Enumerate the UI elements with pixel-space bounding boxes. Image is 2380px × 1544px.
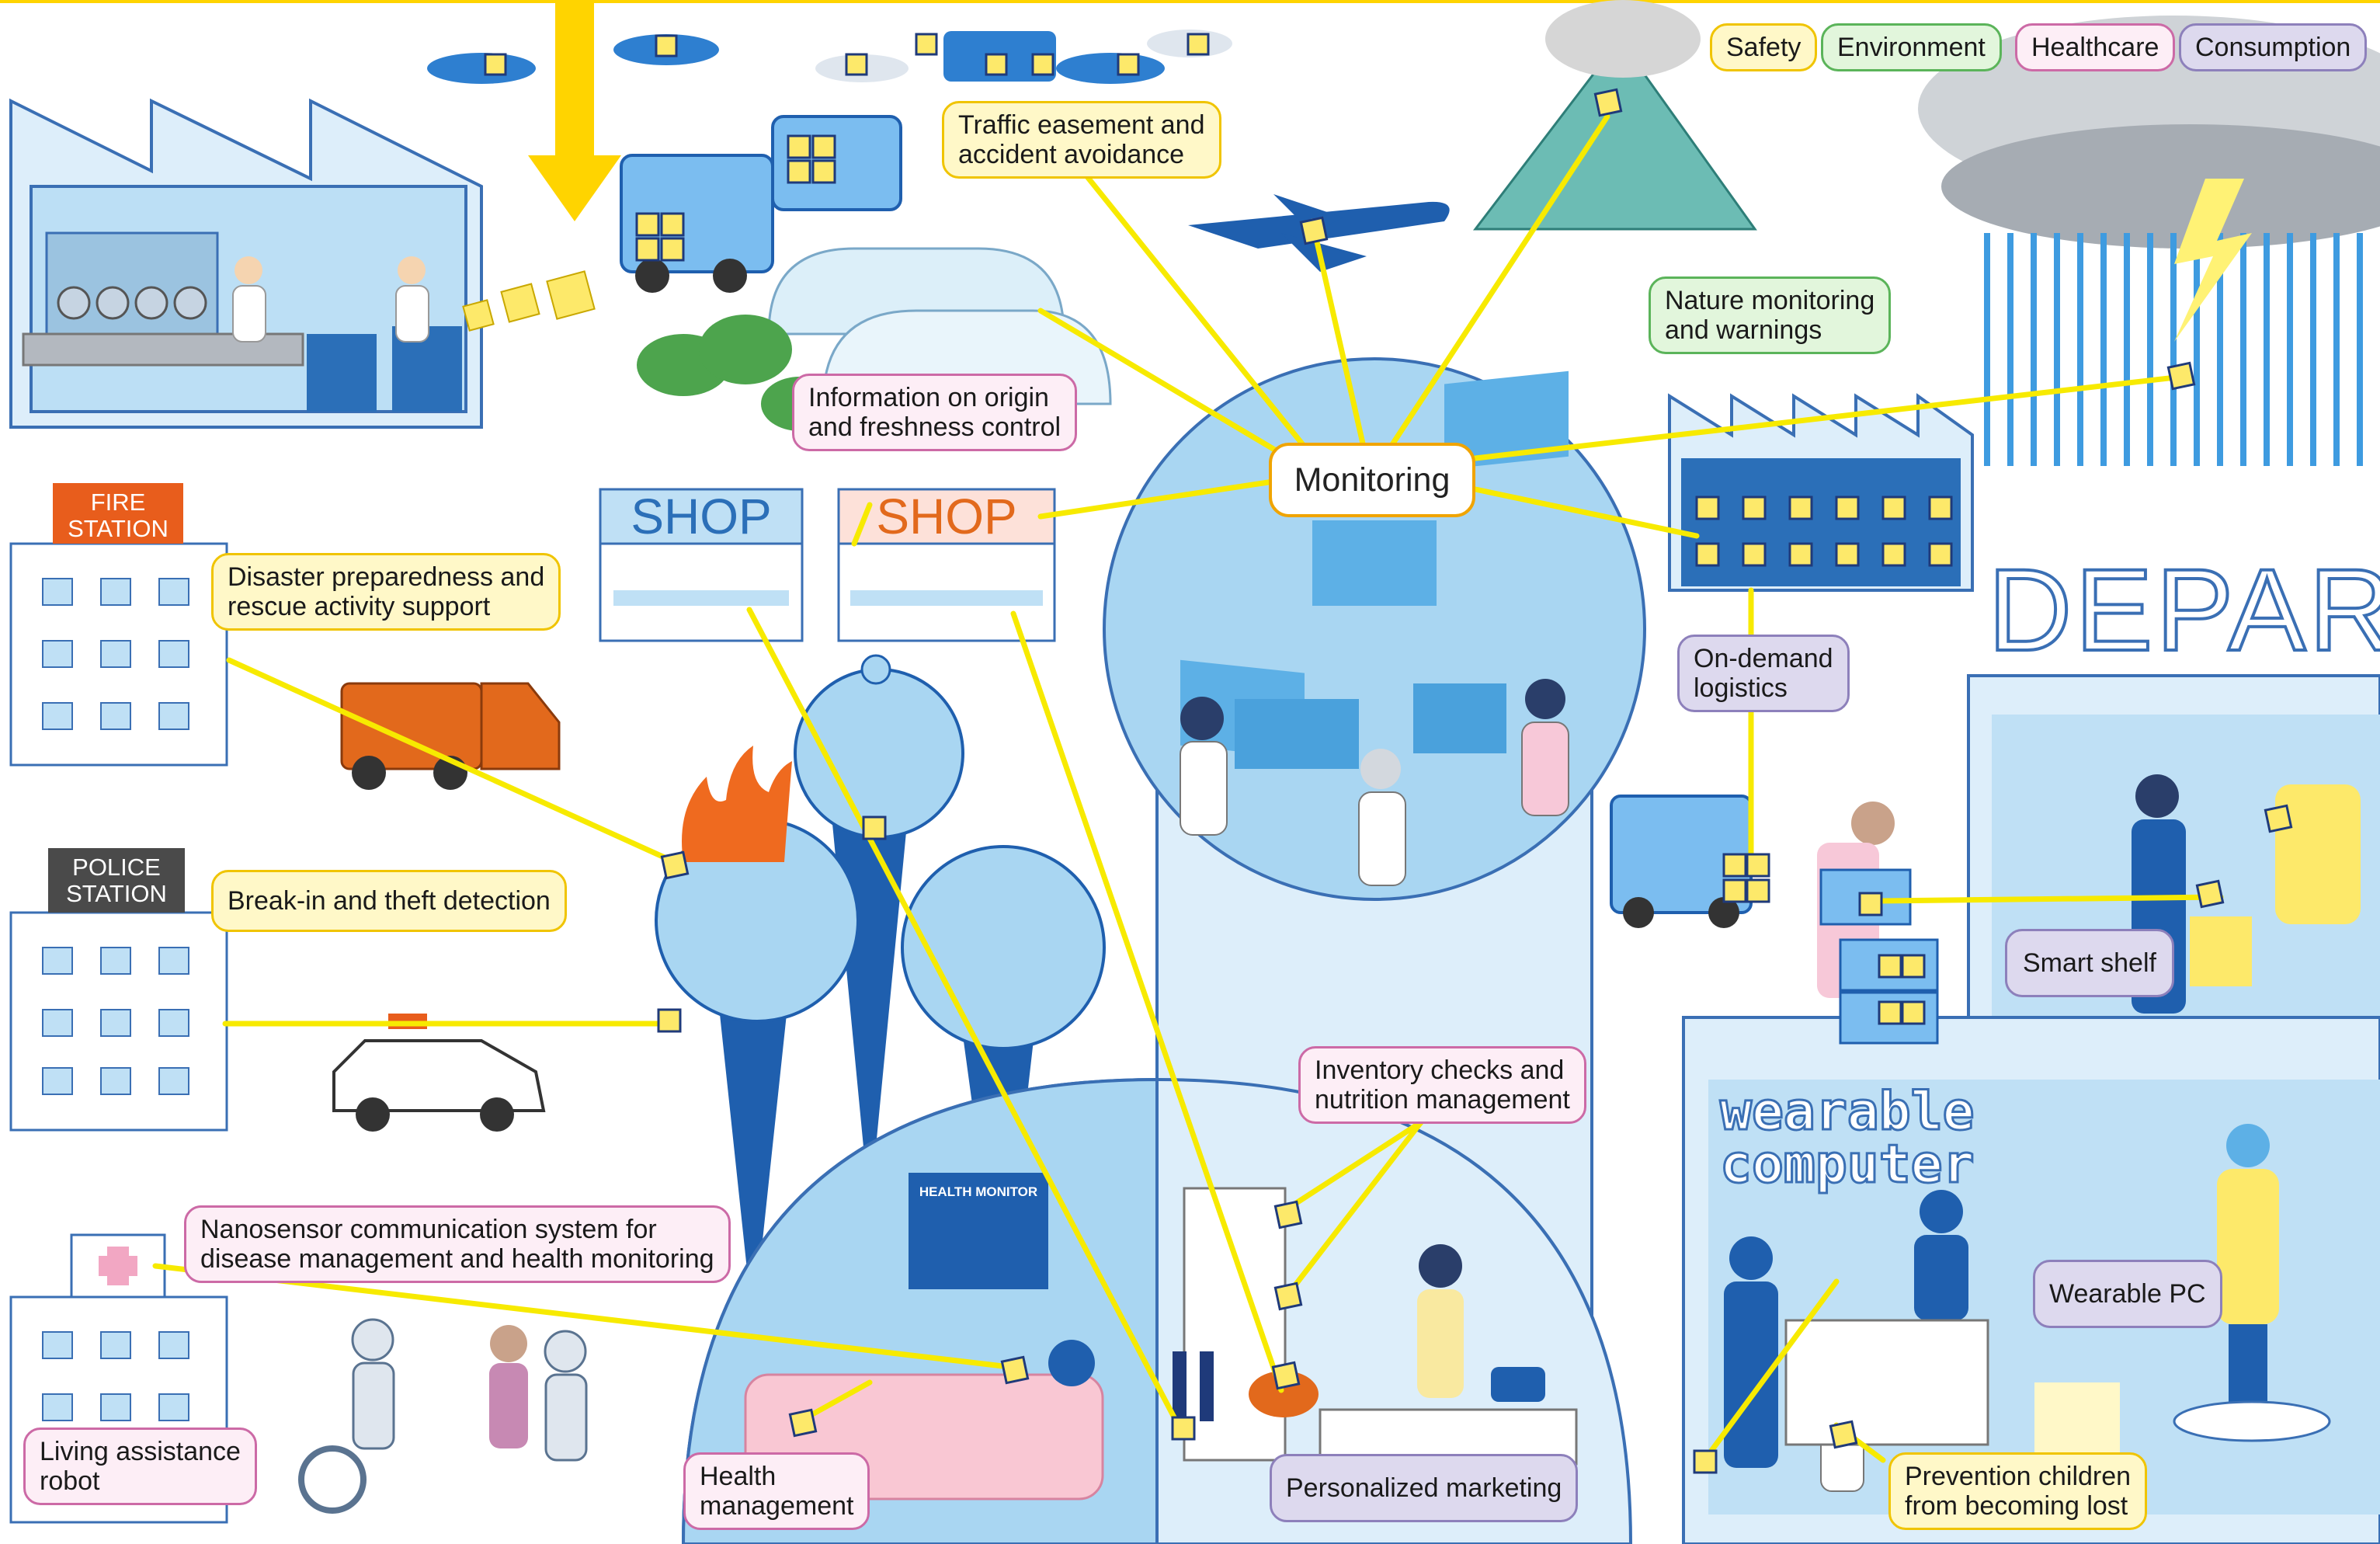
wearable-computer-sign: wearable computer bbox=[1719, 1081, 2046, 1195]
label-health-line-1: Health bbox=[700, 1462, 777, 1491]
label-traffic: Traffic easement and accident avoidance bbox=[942, 101, 1221, 179]
label-health-line-2: management bbox=[700, 1491, 854, 1521]
factory bbox=[9, 98, 483, 429]
label-disaster: Disaster preparedness and rescue activit… bbox=[211, 553, 561, 631]
label-personalized-marketing: Personalized marketing bbox=[1270, 1454, 1579, 1522]
fire-sign-line-2: STATION bbox=[68, 515, 169, 542]
label-nanosensor-line-1: Nanosensor communication system for bbox=[200, 1215, 657, 1244]
legend-safety: Safety bbox=[1710, 23, 1818, 71]
label-origin: Information on origin and freshness cont… bbox=[792, 374, 1078, 451]
police-station bbox=[9, 848, 228, 1132]
wearable-sign-line-1: wearable bbox=[1719, 1081, 1976, 1142]
legend-environment: Environment bbox=[1821, 23, 2002, 71]
label-traffic-line-2: accident avoidance bbox=[958, 140, 1185, 169]
label-disaster-line-1: Disaster preparedness and bbox=[228, 562, 545, 592]
label-origin-line-1: Information on origin bbox=[808, 383, 1049, 412]
label-traffic-line-1: Traffic easement and bbox=[958, 110, 1205, 140]
label-health-management: Health management bbox=[683, 1452, 870, 1530]
legend-consumption: Consumption bbox=[2179, 23, 2368, 71]
mountain bbox=[1472, 0, 1757, 231]
label-breakin: Break-in and theft detection bbox=[211, 870, 567, 932]
towers bbox=[655, 654, 1106, 1328]
label-wearable-pc: Wearable PC bbox=[2033, 1260, 2222, 1328]
police-car bbox=[332, 1014, 546, 1132]
police-sign-line-1: POLICE bbox=[72, 854, 161, 881]
label-nature: Nature monitoring and warnings bbox=[1649, 276, 1892, 354]
fire-sign-line-1: FIRE bbox=[90, 489, 146, 516]
label-disaster-line-2: rescue activity support bbox=[228, 592, 491, 621]
label-logistics-line-2: logistics bbox=[1694, 673, 1788, 703]
label-inventory-line-1: Inventory checks and bbox=[1315, 1055, 1565, 1085]
label-lost-line-2: from becoming lost bbox=[1905, 1491, 2128, 1521]
label-origin-line-2: and freshness control bbox=[808, 412, 1061, 442]
fire-truck bbox=[340, 682, 561, 790]
label-nanosensor-line-2: disease management and health monitoring bbox=[200, 1244, 714, 1274]
top-border bbox=[0, 0, 2380, 3]
label-logistics-line-1: On-demand bbox=[1694, 644, 1833, 673]
department-sign: DEPART bbox=[1986, 544, 2380, 675]
assist-robots bbox=[298, 1318, 588, 1514]
label-living-line-2: robot bbox=[40, 1466, 100, 1496]
label-lost-line-1: Prevention children bbox=[1905, 1462, 2132, 1491]
fire-station-sign: FIRE STATION bbox=[53, 489, 183, 542]
label-logistics: On-demand logistics bbox=[1677, 635, 1850, 712]
label-living-robot: Living assistance robot bbox=[23, 1428, 257, 1505]
warehouse bbox=[1668, 393, 1974, 592]
flying-tags bbox=[462, 270, 596, 332]
legend-healthcare: Healthcare bbox=[2015, 23, 2176, 71]
shop-sign-right: SHOP bbox=[876, 489, 1017, 544]
iot-tags bbox=[484, 33, 2293, 1474]
label-nanosensor: Nanosensor communication system for dise… bbox=[184, 1205, 731, 1283]
health-monitor-sign: HEALTH MONITOR bbox=[919, 1184, 1038, 1199]
police-station-sign: POLICE STATION bbox=[48, 854, 185, 907]
incoming-arrow bbox=[528, 0, 621, 221]
label-nature-line-2: and warnings bbox=[1665, 315, 1822, 345]
label-inventory: Inventory checks and nutrition managemen… bbox=[1298, 1046, 1586, 1124]
label-living-line-1: Living assistance bbox=[40, 1437, 241, 1466]
label-nature-line-1: Nature monitoring bbox=[1665, 286, 1875, 315]
fire-station bbox=[9, 483, 228, 767]
shop-left bbox=[599, 488, 804, 642]
label-inventory-line-2: nutrition management bbox=[1315, 1085, 1570, 1115]
shop-sign-left: SHOP bbox=[631, 489, 772, 544]
wearable-sign-line-2: computer bbox=[1719, 1134, 1976, 1195]
label-lost-children: Prevention children from becoming lost bbox=[1888, 1452, 2148, 1530]
fire-flames bbox=[682, 746, 792, 862]
label-smart-shelf: Smart shelf bbox=[2005, 929, 2174, 997]
shop-right bbox=[837, 488, 1056, 642]
monitoring-hub-label: Monitoring bbox=[1269, 443, 1475, 517]
cars-top bbox=[427, 30, 1232, 84]
police-sign-line-2: STATION bbox=[66, 880, 167, 907]
